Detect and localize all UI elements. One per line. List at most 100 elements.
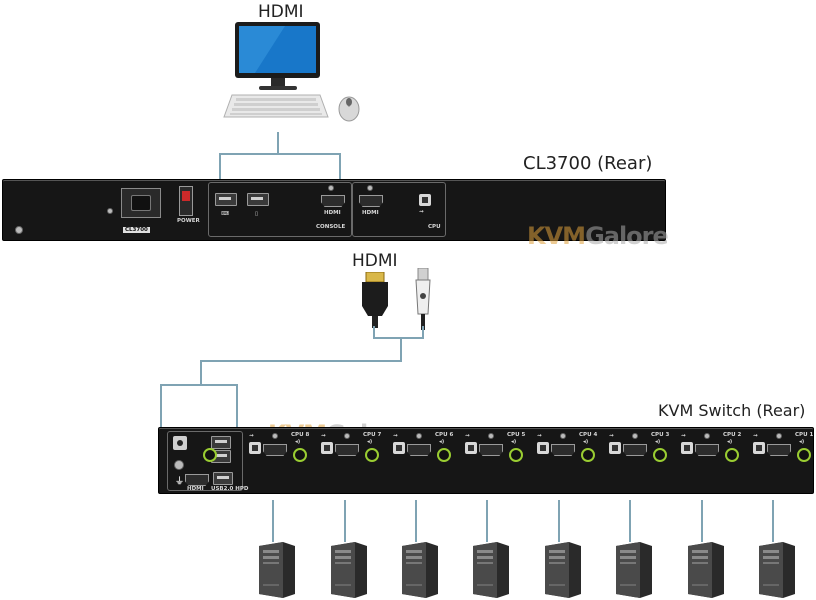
cpu-hdmi-port[interactable] [335,444,359,456]
cpu-port-label: CPU 6 [435,432,454,438]
cpu-port-group: ⇝CPU 5◂) [461,428,531,493]
cpu-port-label: CPU 2 [723,432,742,438]
dc-power-port[interactable] [173,436,187,450]
cpu-port-label: CPU 3 [651,432,670,438]
computer-tower-icon [545,542,581,598]
cpu-label: CPU [428,224,441,230]
kvm-usb-console-port[interactable] [213,472,233,485]
computer-wire [486,500,488,542]
power-switch[interactable] [179,186,193,216]
cpu-port-group: ⇝CPU 3◂) [605,428,675,493]
computer-tower-icon [473,542,509,598]
ground-screw [174,460,184,470]
usb-cable-wire [422,326,424,338]
kvm-audio-jack[interactable] [203,448,217,462]
hdmi-screw [632,433,638,439]
monitor-hdmi-label: HDMI [258,2,304,22]
cpu-hdmi-port[interactable] [623,444,647,456]
kvm-console-group [167,431,243,491]
power-inlet-icon [121,188,161,218]
audio-icon: ◂) [295,439,301,445]
cpu-usb-b-port[interactable] [537,442,549,454]
kvm-console-hdmi-port[interactable] [185,474,209,486]
console-hdmi-label: HDMI [324,210,341,216]
console-usb-keyboard-port[interactable] [215,193,237,206]
computer-wire [272,500,274,542]
usb-symbol-icon: ⇝ [419,209,424,215]
console-usb-mouse-port[interactable] [247,193,269,206]
cpu-hdmi-port[interactable] [551,444,575,456]
console-hdmi-port[interactable] [321,195,345,207]
cpu-audio-jack[interactable] [797,448,811,462]
mouse-port-icon: ▯ [255,211,259,217]
cpu-usb-b-port[interactable] [753,442,765,454]
audio-icon: ◂) [367,439,373,445]
computer-tower-icon [688,542,724,598]
kvm-usb-port-1[interactable] [211,436,231,449]
kvm-feed-horizontal-wire [160,384,238,386]
kvm-usb-label: USB2.0 HPD [211,486,249,492]
computer-wire [701,500,703,542]
cpu-audio-jack[interactable] [653,448,667,462]
cpu-hdmi-port[interactable] [407,444,431,456]
cl3700-label: CL3700 (Rear) [523,153,653,174]
cable-horizontal-wire [200,360,402,362]
kvm-feed-left-drop [160,384,162,429]
cpu-port-label: CPU 8 [291,432,310,438]
audio-icon: ◂) [799,439,805,445]
cpu-usb-b-port[interactable] [249,442,261,454]
kvm-switch-rear-panel: ⏚ HDMI USB2.0 HPD ⇝CPU 8◂)⇝CPU 7◂)⇝CPU 6… [158,427,814,494]
usb-symbol-icon: ⇝ [321,433,326,439]
cpu-port-group: ⇝CPU 1◂) [749,428,816,493]
monitor-wire-vertical [277,132,279,154]
audio-icon: ◂) [511,439,517,445]
cpu-port-label: CPU 7 [363,432,382,438]
cable-left-down-wire [200,360,202,385]
kvm-switch-label: KVM Switch (Rear) [658,401,806,420]
cpu-usb-b-port[interactable] [393,442,405,454]
cpu-port-group: ⇝ CPU 2◂) [677,428,747,493]
cpu-usb-b-port[interactable] [465,442,477,454]
cpu-audio-jack[interactable] [581,448,595,462]
cpu-usb-b-port[interactable] [419,194,431,206]
cpu-audio-jack[interactable] [365,448,379,462]
model-label: CL3700 [123,227,150,233]
cpu-hdmi-port[interactable] [767,444,791,456]
computer-wire [415,500,417,542]
cpu-audio-jack[interactable] [725,448,739,462]
usb-plug-icon [415,268,431,330]
ground-symbol-icon: ⏚ [175,477,185,487]
monitor-wire-left-drop [219,153,221,181]
keyboard-port-icon: ⌨ [221,211,229,217]
cpu-usb-b-port[interactable] [609,442,621,454]
monitor-icon [235,22,320,90]
hdmi-screw [488,433,494,439]
cpu-usb-b-port[interactable] [681,442,693,454]
cpu-audio-jack[interactable] [509,448,523,462]
cpu-hdmi-label: HDMI [362,210,379,216]
cpu-hdmi-port[interactable] [479,444,503,456]
cpu-hdmi-port[interactable] [359,195,383,207]
hdmi-screw [560,433,566,439]
cable-hdmi-label: HDMI [352,251,398,271]
computer-wire [344,500,346,542]
cpu-usb-b-port[interactable] [321,442,333,454]
usb-symbol-icon: ⇝ [537,433,542,439]
usb-symbol-icon: ⇝ [609,433,614,439]
hdmi-screw [704,433,710,439]
hdmi-screw [344,433,350,439]
computer-tower-icon [259,542,295,598]
cpu-audio-jack[interactable] [293,448,307,462]
usb-symbol-icon: ⇝ [393,433,398,439]
cpu-audio-jack[interactable] [437,448,451,462]
hdmi-screw [328,185,334,191]
usb-symbol-icon: ⇝ [753,433,758,439]
audio-icon: ◂) [439,439,445,445]
cable-down-wire [400,337,402,361]
cpu-ports-group [352,182,446,237]
cable-join-wire [373,337,424,339]
cpu-hdmi-port[interactable] [263,444,287,456]
usb-symbol-icon: ⇝ [681,433,686,439]
audio-icon: ◂) [727,439,733,445]
cpu-hdmi-port[interactable] [695,444,719,456]
